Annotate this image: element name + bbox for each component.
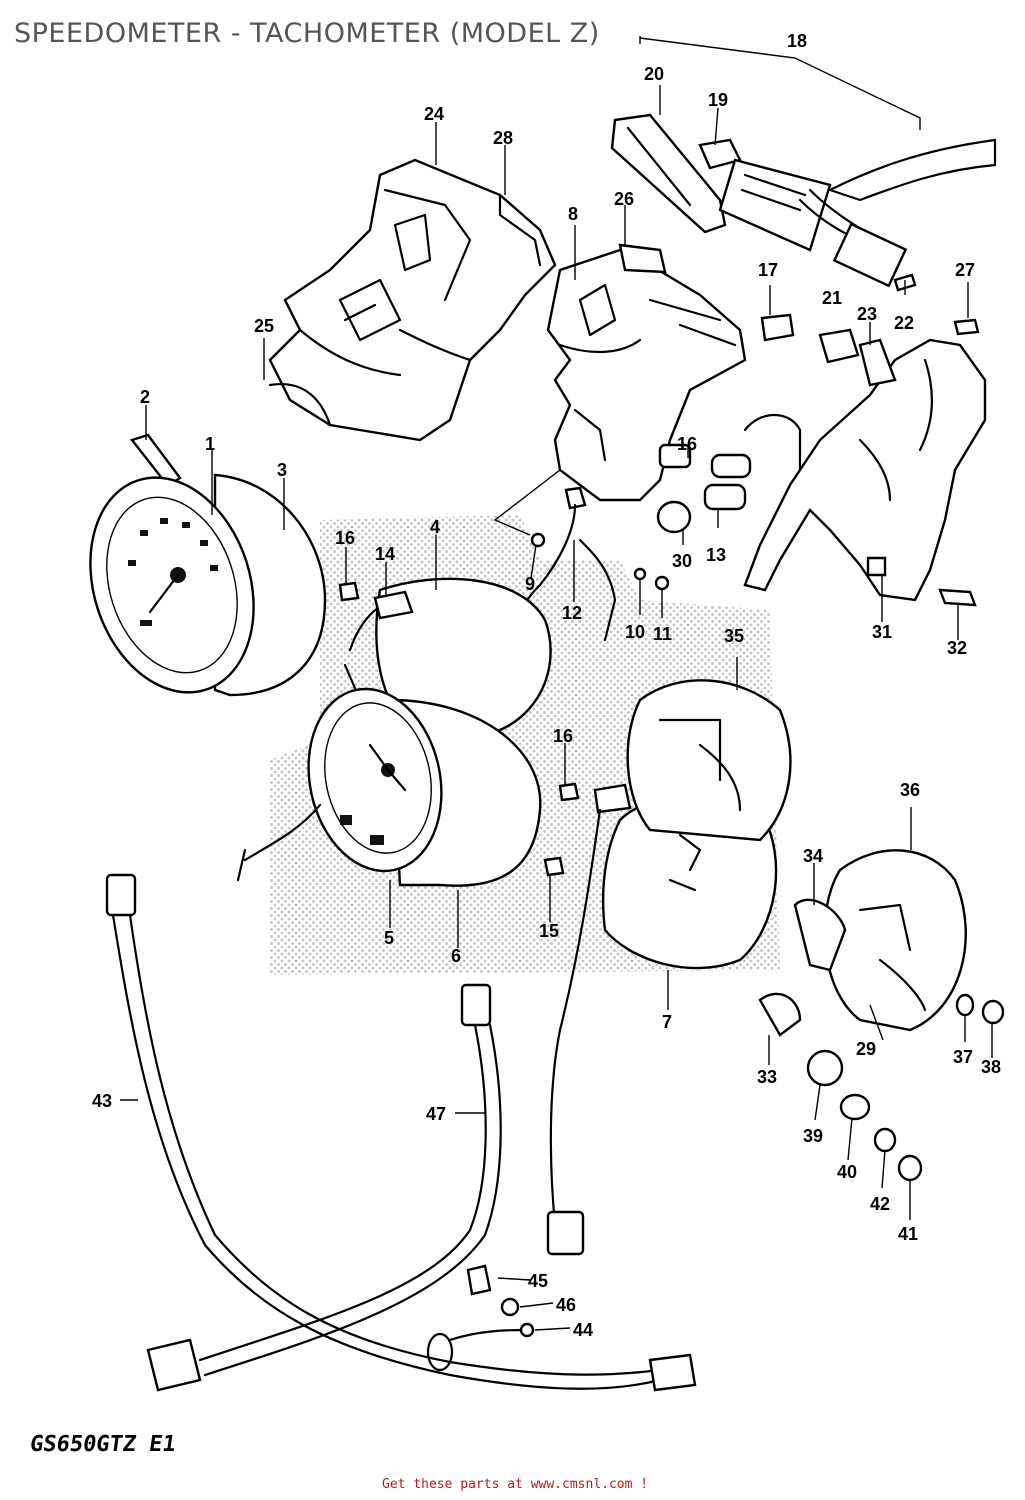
callout-26: 26 — [614, 189, 634, 209]
callout-7: 7 — [662, 1012, 672, 1032]
callout-45: 45 — [528, 1271, 548, 1291]
callout-12: 12 — [562, 603, 582, 623]
part-8-upper-bracket — [493, 243, 747, 536]
part-18-wire-harness — [639, 36, 997, 202]
callout-15: 15 — [539, 921, 559, 941]
callout-4: 4 — [430, 517, 440, 537]
callout-3: 3 — [277, 460, 287, 480]
callout-18: 18 — [787, 31, 807, 51]
callout-42: 42 — [870, 1194, 890, 1214]
callout-16b: 16 — [335, 528, 355, 548]
callout-16a: 16 — [677, 434, 697, 454]
callout-46: 46 — [556, 1295, 576, 1315]
callout-17: 17 — [758, 260, 778, 280]
callout-10: 10 — [625, 622, 645, 642]
callout-19: 19 — [708, 90, 728, 110]
part-1-speedometer — [89, 473, 327, 697]
part-24-instrument-cover — [268, 158, 557, 442]
callout-44: 44 — [573, 1320, 593, 1340]
part-47-tachometer-cable — [146, 983, 502, 1392]
part-13-bulb-sockets — [564, 443, 752, 534]
part-43-speedometer-cable — [105, 873, 697, 1392]
callout-33: 33 — [757, 1067, 777, 1087]
callout-32: 32 — [947, 638, 967, 658]
model-code: GS650GTZ E1 — [28, 1432, 178, 1457]
part-4-speedometer-case — [338, 577, 552, 737]
callout-25: 25 — [254, 316, 274, 336]
callout-13: 13 — [706, 545, 726, 565]
callout-5: 5 — [384, 928, 394, 948]
callout-2: 2 — [140, 387, 150, 407]
page-title: SPEEDOMETER - TACHOMETER (MODEL Z) — [14, 18, 600, 49]
callout-27: 27 — [955, 260, 975, 280]
callout-31: 31 — [872, 622, 892, 642]
callout-1: 1 — [205, 434, 215, 454]
part-36-cover — [758, 849, 967, 1037]
callout-37: 37 — [953, 1047, 973, 1067]
callout-11: 11 — [653, 624, 672, 644]
leader-lines — [120, 85, 993, 1331]
callout-40: 40 — [837, 1162, 857, 1182]
callout-38: 38 — [981, 1057, 1001, 1077]
callout-9: 9 — [525, 574, 535, 594]
footer-link[interactable]: Get these parts at www.cmsnl.com ! — [382, 1477, 649, 1492]
callout-labels: 18 20 19 24 28 8 26 17 21 22 27 23 25 2 … — [92, 31, 1001, 1340]
callout-29: 29 — [856, 1039, 876, 1059]
part-20-switch-housing — [610, 113, 908, 288]
callout-22: 22 — [894, 313, 914, 333]
part-5-tachometer — [236, 687, 542, 887]
callout-14: 14 — [375, 544, 395, 564]
callout-39: 39 — [803, 1126, 823, 1146]
callout-34: 34 — [803, 846, 823, 866]
callout-8: 8 — [568, 204, 578, 224]
callout-47: 47 — [426, 1104, 446, 1124]
callout-6: 6 — [451, 946, 461, 966]
callout-30: 30 — [672, 551, 692, 571]
callout-21: 21 — [822, 288, 842, 308]
part-37-washers — [806, 993, 1005, 1182]
part-44-clamp — [426, 1264, 535, 1372]
callout-16c: 16 — [553, 726, 573, 746]
callout-24: 24 — [424, 104, 444, 124]
part-31-lower-bracket — [743, 273, 987, 607]
callout-36: 36 — [900, 780, 920, 800]
callout-41: 41 — [898, 1224, 918, 1244]
callout-23: 23 — [857, 304, 877, 324]
part-35-cover — [626, 679, 792, 842]
callout-28: 28 — [493, 128, 513, 148]
callout-35: 35 — [724, 626, 744, 646]
callout-43: 43 — [92, 1091, 112, 1111]
callout-20: 20 — [644, 64, 664, 84]
